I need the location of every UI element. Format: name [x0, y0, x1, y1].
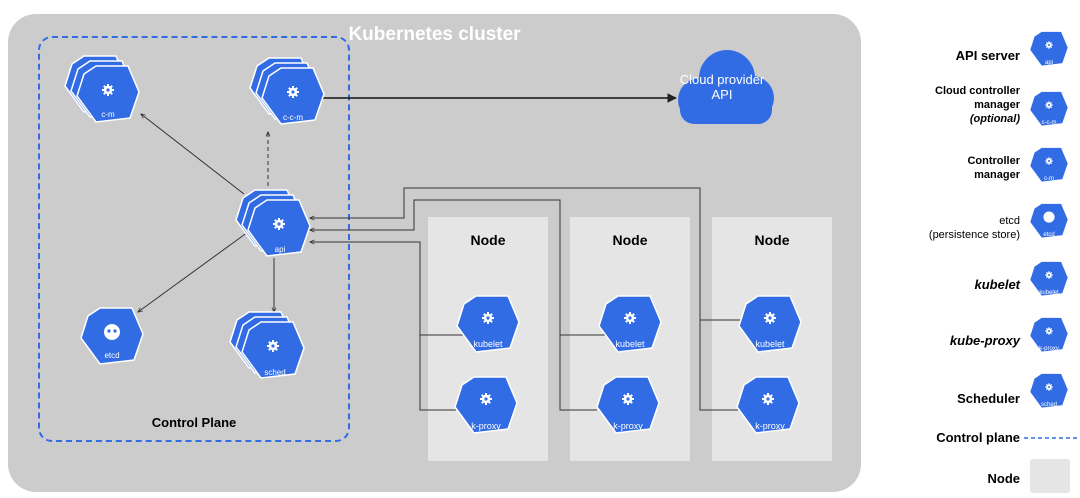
legend-cm: Controller manager: [900, 154, 1020, 182]
kproxy-icon-1: [454, 376, 518, 434]
legend-etcd-line1: etcd: [999, 215, 1020, 227]
connectors: [138, 93, 748, 411]
kubelet-icon-2: [598, 295, 662, 353]
node-label-3: Node: [754, 232, 790, 248]
legend-sched-icon: [1029, 372, 1069, 409]
sched-label: sched: [264, 368, 285, 377]
sched-icon: [229, 311, 305, 379]
etcd-icon: [80, 307, 144, 365]
legend-cm-line2: manager: [974, 169, 1020, 181]
legend-ccm: Cloud controller manager (optional): [900, 84, 1020, 126]
cm-icon: [64, 55, 140, 123]
legend-cm-icon-label: c-m: [1044, 176, 1054, 182]
kubelet-label-1: kubelet: [473, 339, 503, 349]
cluster-title: Kubernetes cluster: [348, 24, 521, 45]
legend-api-icon: [1029, 30, 1069, 67]
legend-api-server: API server: [955, 48, 1020, 63]
kproxy-icon-2: [596, 376, 660, 434]
legend-ccm-line3: (optional): [969, 113, 1020, 125]
legend-control-plane: Control plane: [936, 430, 1020, 445]
node-label-2: Node: [612, 232, 648, 248]
legend-ccm-icon: [1029, 90, 1069, 127]
legend-kube-proxy: kube-proxy: [949, 333, 1020, 348]
legend-kubelet-icon-label: kubelet: [1039, 290, 1059, 296]
ccm-label: c-c-m: [283, 113, 303, 122]
legend-node-swatch: [1030, 459, 1070, 493]
legend-scheduler: Scheduler: [957, 391, 1020, 406]
legend-kproxy-icon-label: k-proxy: [1039, 346, 1059, 352]
legend-etcd-icon-label: etcd: [1043, 232, 1054, 238]
legend-kubelet-icon: [1029, 260, 1069, 297]
kproxy-label-3: k-proxy: [755, 421, 785, 431]
legend-etcd-icon: [1029, 202, 1069, 239]
kproxy-label-1: k-proxy: [471, 421, 501, 431]
legend-kproxy-icon: [1029, 316, 1069, 353]
kubelet-label-2: kubelet: [615, 339, 645, 349]
legend-ccm-line2: manager: [974, 99, 1020, 111]
legend-node: Node: [987, 471, 1021, 486]
legend-etcd-line2: (persistence store): [928, 229, 1020, 241]
cm-label: c-m: [101, 110, 115, 119]
api-icon: [235, 189, 311, 257]
kubelet-icon-1: [456, 295, 520, 353]
control-plane-boundary: [38, 36, 350, 442]
kproxy-label-2: k-proxy: [613, 421, 643, 431]
legend-kubelet: kubelet: [974, 277, 1020, 292]
legend-etcd: etcd (persistence store): [880, 214, 1020, 242]
cloud-provider-api-label: Cloud provider API: [679, 72, 765, 102]
cloud-shape: [678, 50, 774, 124]
control-plane-label: Control Plane: [151, 415, 237, 430]
node-label-1: Node: [470, 232, 506, 248]
kubelet-label-3: kubelet: [755, 339, 785, 349]
legend-ccm-line1: Cloud controller: [935, 85, 1020, 97]
legend-cm-line1: Controller: [967, 155, 1020, 167]
etcd-label: etcd: [104, 351, 119, 360]
ccm-icon: [249, 57, 325, 125]
legend-cm-icon: [1029, 146, 1069, 183]
kproxy-icon-3: [736, 376, 800, 434]
kubelet-icon-3: [738, 295, 802, 353]
api-label: api: [275, 245, 286, 254]
legend-ccm-icon-label: c-c-m: [1042, 120, 1057, 126]
legend-sched-icon-label: sched: [1041, 402, 1057, 408]
legend-api-icon-label: api: [1045, 60, 1053, 66]
